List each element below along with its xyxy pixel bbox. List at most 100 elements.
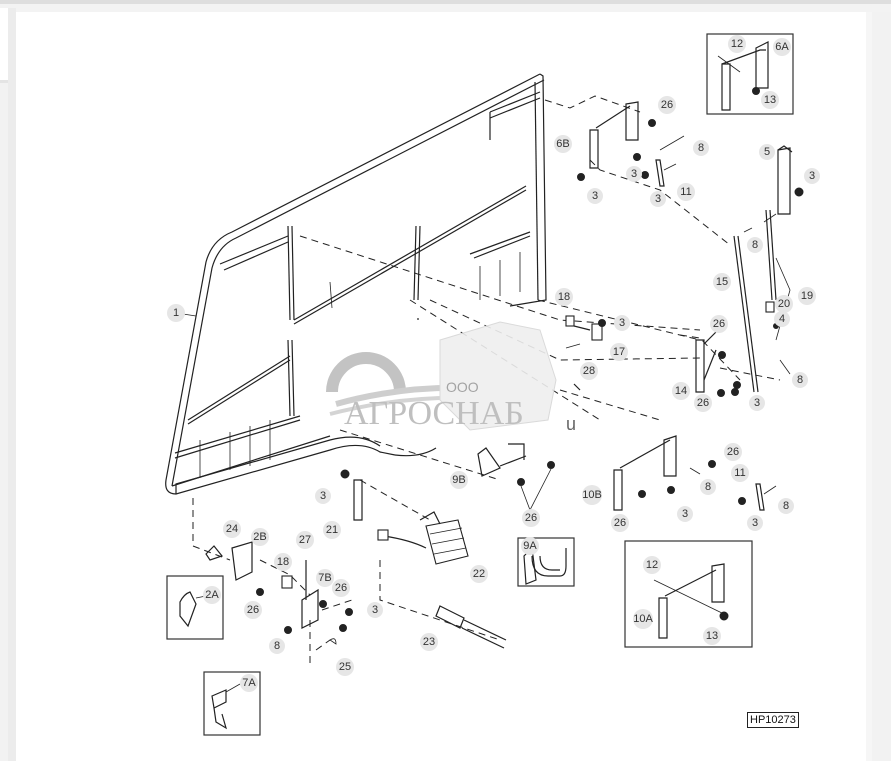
callout-19[interactable]: 19 bbox=[798, 287, 816, 305]
left-gutter bbox=[8, 8, 16, 761]
callout-14[interactable]: 14 bbox=[672, 382, 690, 400]
callout-26[interactable]: 26 bbox=[710, 315, 728, 333]
callout-10B[interactable]: 10B bbox=[582, 485, 602, 505]
right-gutter bbox=[866, 12, 872, 761]
svg-text:26: 26 bbox=[247, 604, 259, 616]
callout-5[interactable]: 5 bbox=[759, 144, 775, 160]
svg-text:4: 4 bbox=[779, 313, 785, 325]
svg-text:23: 23 bbox=[423, 636, 435, 648]
svg-text:21: 21 bbox=[326, 524, 338, 536]
callout-13[interactable]: 13 bbox=[761, 91, 779, 109]
svg-text:8: 8 bbox=[783, 500, 789, 512]
svg-text:14: 14 bbox=[675, 385, 687, 397]
callout-13[interactable]: 13 bbox=[703, 627, 721, 645]
callout-3[interactable]: 3 bbox=[747, 515, 763, 531]
svg-text:8: 8 bbox=[274, 640, 280, 652]
svg-text:15: 15 bbox=[716, 276, 728, 288]
svg-text:17: 17 bbox=[613, 346, 625, 358]
svg-text:20: 20 bbox=[778, 298, 790, 310]
svg-text:18: 18 bbox=[277, 556, 289, 568]
svg-text:26: 26 bbox=[713, 318, 725, 330]
callout-25[interactable]: 25 bbox=[336, 658, 354, 676]
callout-2B[interactable]: 2B bbox=[251, 528, 269, 546]
callout-1[interactable]: 1 bbox=[167, 304, 185, 322]
callout-27[interactable]: 27 bbox=[296, 531, 314, 549]
svg-text:7A: 7A bbox=[242, 677, 256, 689]
svg-text:12: 12 bbox=[646, 559, 658, 571]
callout-2A[interactable]: 2A bbox=[203, 586, 221, 604]
callout-12[interactable]: 12 bbox=[643, 556, 661, 574]
callout-28[interactable]: 28 bbox=[580, 362, 598, 380]
callout-8[interactable]: 8 bbox=[792, 372, 808, 388]
callout-26[interactable]: 26 bbox=[522, 509, 540, 527]
callout-26[interactable]: 26 bbox=[332, 579, 350, 597]
callout-17[interactable]: 17 bbox=[610, 343, 628, 361]
callout-9B[interactable]: 9B bbox=[450, 471, 468, 489]
svg-text:11: 11 bbox=[734, 467, 745, 479]
svg-text:3: 3 bbox=[320, 490, 326, 502]
callout-18[interactable]: 18 bbox=[274, 553, 292, 571]
callout-3[interactable]: 3 bbox=[614, 315, 630, 331]
callout-9A[interactable]: 9A bbox=[521, 537, 539, 555]
svg-text:12: 12 bbox=[731, 38, 743, 50]
callout-20[interactable]: 20 bbox=[775, 295, 793, 313]
callout-4[interactable]: 4 bbox=[774, 311, 790, 327]
callout-3[interactable]: 3 bbox=[749, 395, 765, 411]
inset-2A bbox=[166, 575, 224, 640]
callout-10A[interactable]: 10A bbox=[633, 609, 653, 629]
cab-side-frame bbox=[165, 73, 547, 495]
callout-6A[interactable]: 6A bbox=[773, 38, 791, 56]
callout-8[interactable]: 8 bbox=[693, 140, 709, 156]
svg-text:26: 26 bbox=[335, 582, 347, 594]
callout-3[interactable]: 3 bbox=[650, 191, 666, 207]
svg-text:8: 8 bbox=[797, 374, 803, 386]
inset-9A bbox=[517, 537, 575, 587]
bracket-14 bbox=[695, 331, 791, 397]
svg-text:8: 8 bbox=[698, 142, 704, 154]
callout-26[interactable]: 26 bbox=[658, 96, 676, 114]
bracket-10B bbox=[613, 435, 777, 511]
svg-text:26: 26 bbox=[525, 512, 537, 524]
left-side-panel bbox=[0, 8, 8, 80]
callout-8[interactable]: 8 bbox=[778, 498, 794, 514]
svg-text:1: 1 bbox=[173, 307, 179, 319]
callout-21[interactable]: 21 bbox=[323, 521, 341, 539]
callout-26[interactable]: 26 bbox=[244, 601, 262, 619]
callout-3[interactable]: 3 bbox=[587, 188, 603, 204]
svg-text:10A: 10A bbox=[633, 613, 653, 625]
svg-text:3: 3 bbox=[754, 397, 760, 409]
svg-text:10B: 10B bbox=[582, 489, 602, 501]
callout-11[interactable]: 11 bbox=[677, 183, 695, 201]
callout-8[interactable]: 8 bbox=[747, 237, 763, 253]
inset-10A bbox=[624, 540, 753, 648]
svg-text:26: 26 bbox=[727, 446, 739, 458]
callout-3[interactable]: 3 bbox=[367, 602, 383, 618]
callout-3[interactable]: 3 bbox=[626, 166, 642, 182]
callout-23[interactable]: 23 bbox=[420, 633, 438, 651]
callout-24[interactable]: 24 bbox=[223, 520, 241, 538]
callout-8[interactable]: 8 bbox=[700, 479, 716, 495]
callout-7A[interactable]: 7A bbox=[240, 674, 258, 692]
callout-8[interactable]: 8 bbox=[269, 638, 285, 654]
callout-26[interactable]: 26 bbox=[724, 443, 742, 461]
svg-text:2A: 2A bbox=[205, 589, 219, 601]
callout-18[interactable]: 18 bbox=[555, 288, 573, 306]
callout-3[interactable]: 3 bbox=[804, 168, 820, 184]
callouts: 1 2A 2B 3 3 3 3 3 3 3 3 3 3 4 5 6A 6B 7A… bbox=[167, 35, 820, 692]
callout-7B[interactable]: 7B bbox=[316, 569, 334, 587]
callout-6B[interactable]: 6B bbox=[554, 135, 572, 153]
svg-text:9B: 9B bbox=[452, 474, 465, 486]
bracket-6B bbox=[577, 101, 685, 187]
callout-3[interactable]: 3 bbox=[315, 488, 331, 504]
figure-id: HP10273 bbox=[747, 712, 799, 728]
callout-3[interactable]: 3 bbox=[677, 506, 693, 522]
top-bar bbox=[0, 4, 891, 12]
callout-26[interactable]: 26 bbox=[611, 514, 629, 532]
callout-12[interactable]: 12 bbox=[728, 35, 746, 53]
callout-11[interactable]: 11 bbox=[731, 464, 749, 482]
callout-26[interactable]: 26 bbox=[694, 394, 712, 412]
svg-text:6A: 6A bbox=[775, 41, 789, 53]
callout-15[interactable]: 15 bbox=[713, 273, 731, 291]
top-border bbox=[0, 0, 891, 4]
callout-22[interactable]: 22 bbox=[470, 565, 488, 583]
